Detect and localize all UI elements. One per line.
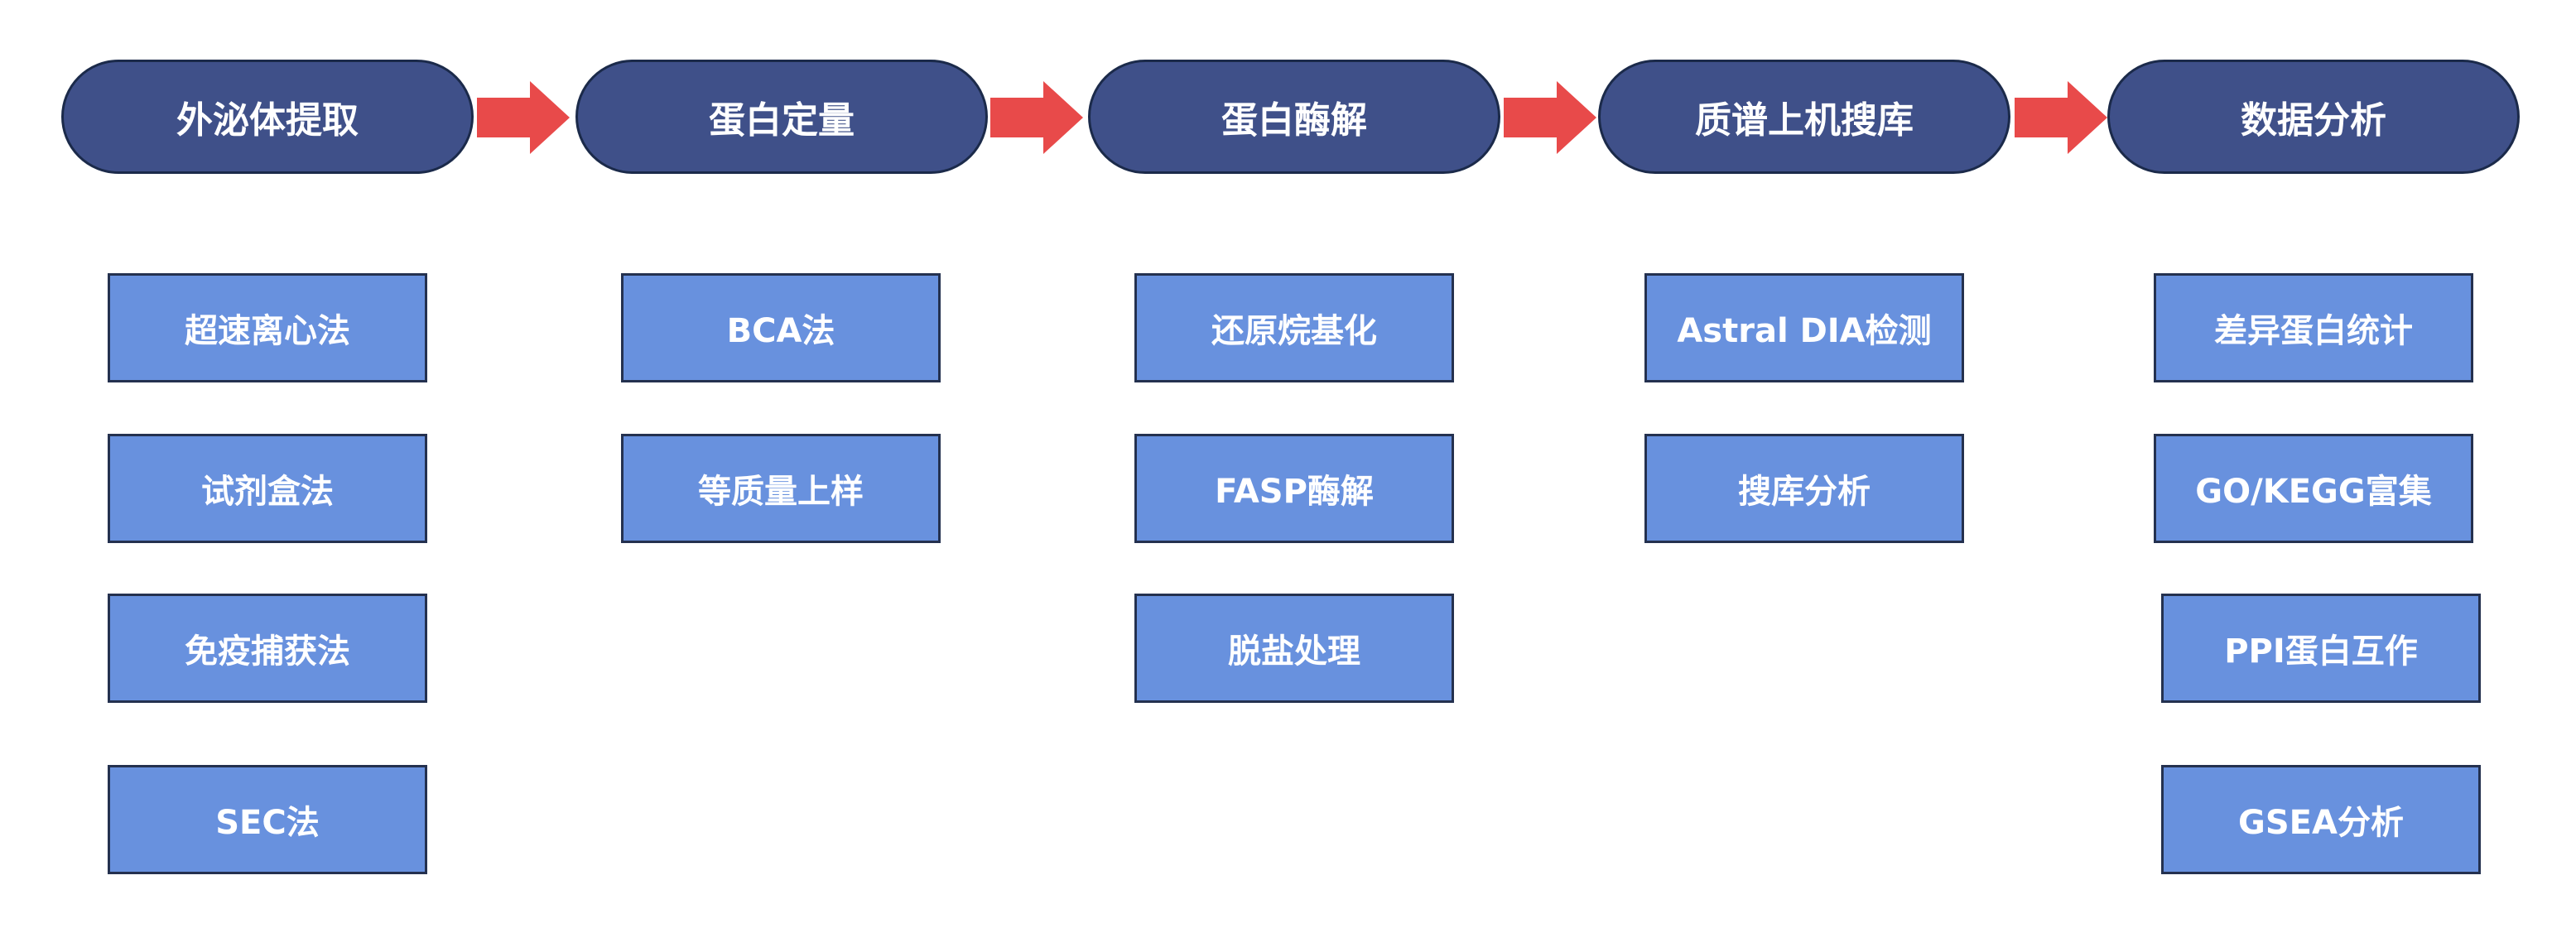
stage-exosome-extraction: 外泌体提取: [61, 60, 474, 174]
step-box: 差异蛋白统计: [2154, 273, 2473, 382]
stage-ms-database-search: 质谱上机搜库: [1598, 60, 2010, 174]
right-arrow-icon: [1504, 81, 1596, 154]
step-box: FASP酶解: [1134, 434, 1454, 543]
step-box: GO/KEGG富集: [2154, 434, 2473, 543]
stage-protein-quantification: 蛋白定量: [575, 60, 988, 174]
step-box: 脱盐处理: [1134, 594, 1454, 703]
step-box: 超速离心法: [108, 273, 427, 382]
step-box: 试剂盒法: [108, 434, 427, 543]
step-box: Astral DIA检测: [1644, 273, 1964, 382]
step-box: PPI蛋白互作: [2161, 594, 2481, 703]
step-box: BCA法: [621, 273, 941, 382]
step-box: 还原烷基化: [1134, 273, 1454, 382]
right-arrow-icon: [2015, 81, 2107, 154]
stage-data-analysis: 数据分析: [2107, 60, 2520, 174]
right-arrow-icon: [477, 81, 570, 154]
step-box: 等质量上样: [621, 434, 941, 543]
right-arrow-icon: [990, 81, 1083, 154]
step-box: SEC法: [108, 765, 427, 874]
step-box: 搜库分析: [1644, 434, 1964, 543]
step-box: GSEA分析: [2161, 765, 2481, 874]
step-box: 免疫捕获法: [108, 594, 427, 703]
stage-protein-digestion: 蛋白酶解: [1088, 60, 1500, 174]
